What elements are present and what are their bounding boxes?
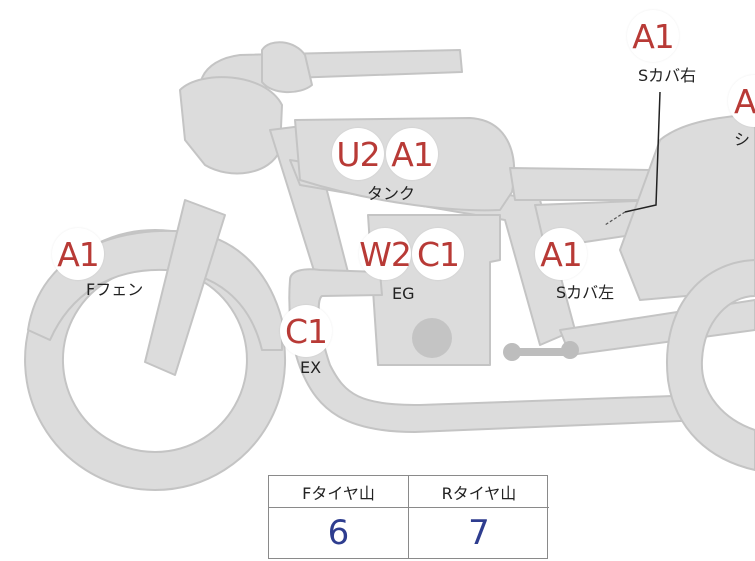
label-engine: EG: [392, 284, 415, 303]
label-side-cover-right: Sカバ右: [638, 66, 697, 85]
grade-badge-scover-right-a1: A1: [627, 10, 679, 62]
grade-badge-ex-c1: C1: [280, 305, 332, 357]
label-front-fender: Fフェン: [86, 280, 144, 299]
label-side-cover-left: Sカバ左: [556, 283, 615, 302]
headlight: [179, 76, 283, 175]
grade-badge-u2: U2: [332, 128, 384, 180]
seat: [509, 167, 661, 201]
side-cover-right-leader: [624, 91, 661, 213]
grade-badge-fender-a1: A1: [52, 228, 104, 280]
front-tire-header: Fタイヤ山: [269, 476, 409, 508]
rear-tire-value: 7: [468, 513, 490, 553]
grade-badge-tank-a1: A1: [386, 128, 438, 180]
engine-cover-circle: [412, 318, 452, 358]
label-tank: タンク: [367, 184, 416, 203]
handle-grip: [261, 41, 313, 94]
grade-badge-w2: W2: [359, 228, 412, 280]
grade-badge-scover-left-a1: A1: [535, 228, 587, 280]
label-exhaust: EX: [300, 358, 322, 377]
grade-badge-eg-c1: C1: [412, 228, 464, 280]
tire-tread-table: Fタイヤ山 Rタイヤ山 6 7: [268, 475, 549, 559]
front-tire-value: 6: [269, 508, 409, 558]
front-fork: [144, 199, 226, 376]
label-seat: シ: [734, 130, 751, 149]
rear-tire-header: Rタイヤ山: [409, 476, 549, 508]
